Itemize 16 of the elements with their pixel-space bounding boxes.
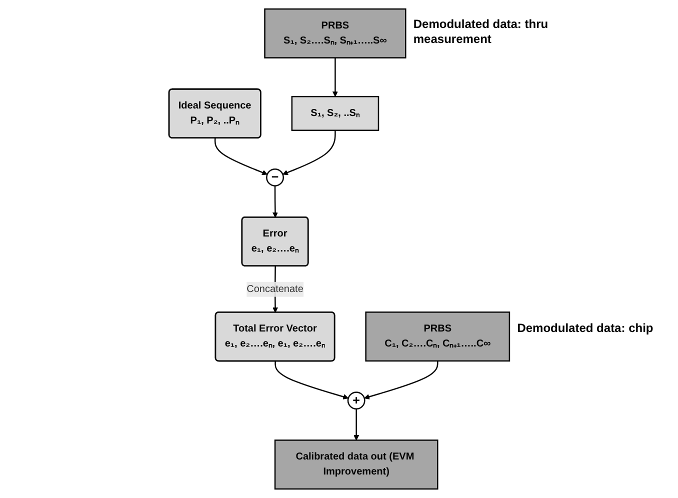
node-caption: Demodulated data: thru measurement — [413, 17, 550, 48]
edge-label: Concatenate — [246, 284, 304, 294]
arrow — [272, 186, 278, 218]
node-caption: Demodulated data: chip — [517, 320, 654, 336]
node-box: PRBS S₁, S₂….Sₙ, Sₙ₊₁…..S∞ — [264, 8, 406, 58]
arrow — [364, 360, 438, 400]
arrow — [332, 58, 338, 97]
node-circle: + — [347, 392, 366, 410]
arrow — [214, 138, 268, 176]
node-circle: − — [266, 168, 284, 186]
node-box: S₁, S₂, ..Sₙ — [291, 96, 379, 131]
arrow — [282, 130, 336, 176]
arrow — [353, 408, 359, 440]
node-box: PRBS C₁, C₂….Cₙ, Cₙ₊₁…..C∞ — [364, 312, 510, 362]
arrow — [274, 361, 348, 400]
node-box: Calibrated data out (EVM Improvement) — [274, 440, 438, 490]
